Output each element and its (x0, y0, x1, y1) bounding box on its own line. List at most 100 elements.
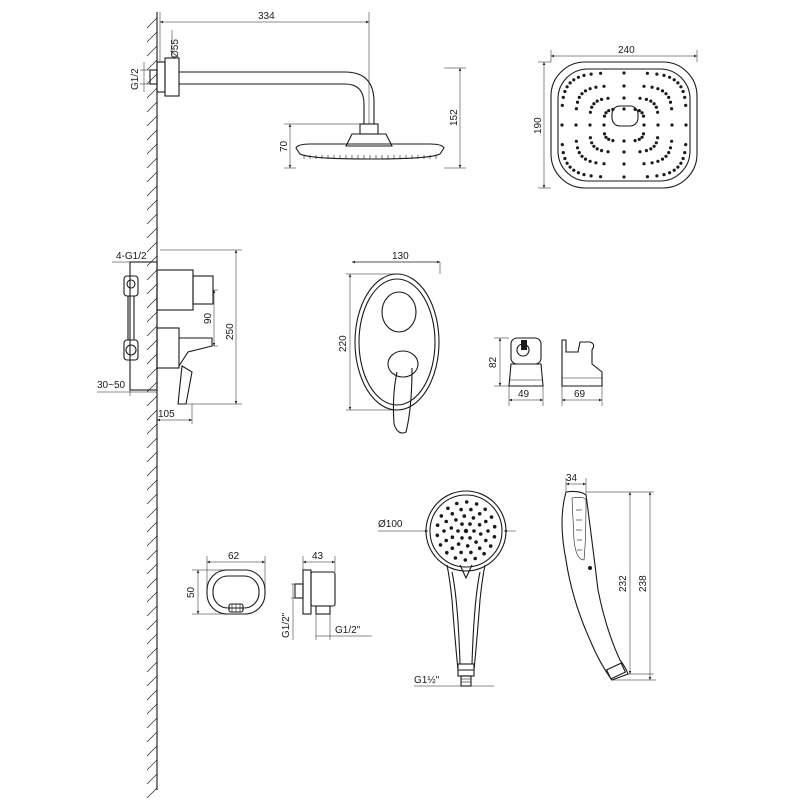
wall-hatch-line (146, 283, 158, 295)
spray-dot (622, 162, 626, 166)
spray-dot (489, 515, 494, 519)
overhead-shower-top-view: 240 190 (533, 45, 698, 189)
spray-dot (638, 150, 642, 154)
spray-dot (662, 173, 666, 177)
spray-dot (465, 544, 470, 548)
wall-outlet-side-view: 43 G1/2" G1/2" (281, 551, 372, 640)
spray-dot (572, 168, 576, 172)
spray-dot (649, 99, 653, 103)
wall-hatch-line (146, 661, 158, 673)
arm-height-label: 152 (449, 109, 460, 126)
spray-dot (459, 550, 463, 555)
spray-dot (681, 89, 685, 94)
spray-dot (575, 146, 580, 150)
spray-dot (582, 73, 586, 77)
mixer-lever-offset-label: 90 (203, 312, 214, 324)
spray-dot (607, 109, 611, 113)
spray-dot (606, 96, 610, 100)
spray-dot (681, 156, 685, 161)
spray-dot (442, 529, 446, 533)
spray-dot (600, 149, 604, 153)
spray-dot (656, 136, 660, 140)
spray-dot (592, 102, 596, 106)
wall-hatch-line (146, 465, 158, 477)
spray-dot (611, 107, 615, 111)
flange-diameter-label: Ø55 (170, 39, 181, 58)
spray-dot (642, 84, 646, 88)
spray-dot (592, 144, 596, 148)
spray-dot (602, 114, 607, 118)
spray-dot (575, 100, 580, 104)
spray-dot (602, 84, 606, 88)
spray-dot (560, 143, 564, 147)
spray-dot (574, 139, 579, 143)
spray-dot (589, 174, 593, 178)
wall-hatch-line (146, 591, 158, 603)
spray-dot (667, 95, 671, 99)
wall-hatch-line (146, 535, 158, 547)
spray-dot (594, 161, 598, 165)
spray-dot (580, 154, 584, 158)
spray-dot (588, 110, 593, 114)
spray-dot (600, 97, 604, 101)
spray-dot (602, 123, 606, 127)
spray-dot (565, 85, 569, 89)
spray-dot (574, 107, 579, 111)
wall-hatch-line (146, 577, 158, 589)
wall-hatch-line (146, 703, 158, 715)
wall-hatch-line (146, 759, 158, 771)
wall-hatch-line (146, 17, 158, 29)
wall-hatch-line (146, 647, 158, 659)
mixer-height-label: 250 (225, 323, 236, 340)
spray-dot (459, 507, 463, 512)
spray-dot (637, 109, 641, 113)
spray-dot (477, 512, 482, 516)
holder-height-label: 82 (488, 356, 499, 368)
spray-dot (637, 137, 641, 141)
spray-dot (622, 71, 626, 75)
spray-dot (572, 78, 576, 82)
plate-height-label: 220 (338, 335, 349, 352)
spray-dot (606, 150, 610, 154)
wall-hatch-line (146, 101, 158, 113)
spray-dot (484, 538, 488, 543)
spray-dot (656, 87, 660, 91)
outlet-height-label: 50 (186, 586, 197, 598)
spray-dot (644, 97, 649, 101)
wall-hatch-line (146, 171, 158, 183)
wall-hatch-line (146, 451, 158, 463)
spray-dot (684, 143, 688, 147)
spray-dot (561, 95, 565, 99)
spray-dot (455, 501, 459, 506)
spray-dot (668, 100, 673, 104)
spray-dot (590, 105, 594, 109)
spray-dot (464, 500, 469, 504)
spray-dot (588, 136, 593, 140)
spray-dot (676, 165, 680, 169)
spray-dot (456, 542, 461, 546)
spray-dot (590, 141, 594, 145)
wall-hatch-line (146, 717, 158, 729)
hand-side-length-outer-label: 238 (638, 575, 649, 592)
spray-dot (650, 161, 654, 165)
spray-dot (633, 139, 637, 143)
wall-hatch-line (146, 297, 158, 309)
mixer-depth-label: 105 (158, 409, 175, 420)
spray-dot (435, 523, 440, 527)
spray-dot (672, 78, 676, 82)
spray-dot (463, 528, 469, 534)
spray-dot (622, 175, 626, 179)
spray-dot (640, 111, 644, 115)
spray-dot (483, 507, 488, 512)
wall-hatch-line (146, 45, 158, 57)
spray-dot (445, 550, 449, 555)
spray-dot (486, 529, 490, 533)
spray-dot (602, 162, 606, 166)
spray-dot (668, 171, 672, 175)
spray-dot (611, 139, 615, 143)
spray-dot (641, 114, 646, 118)
spray-dot (492, 524, 497, 529)
spray-dot (456, 529, 460, 533)
wall-hatch-line (146, 409, 158, 421)
